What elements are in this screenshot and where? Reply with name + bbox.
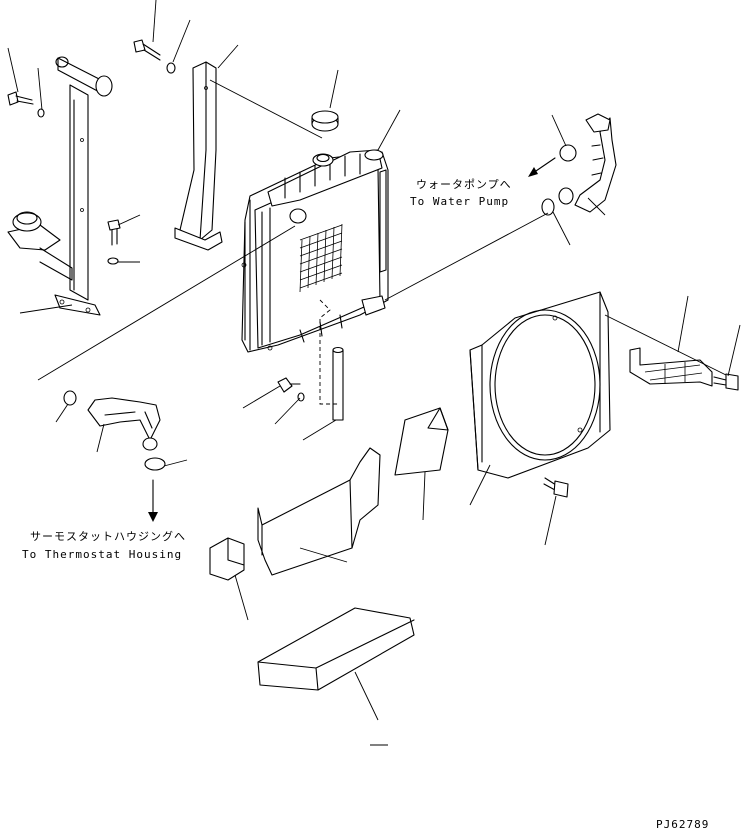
drain-cock [277, 377, 305, 402]
seal-piece-c [209, 537, 245, 581]
seal-piece-a [394, 407, 449, 476]
radiator-cap [311, 110, 339, 132]
bolt-left [7, 91, 45, 118]
water-pump-label-jp: ウォータポンプへ [416, 178, 512, 191]
drain-hose [319, 299, 344, 421]
fan-guard [629, 347, 713, 387]
water-pump-label-en: To Water Pump [410, 195, 510, 208]
bolt-vertical [107, 219, 121, 265]
fan-shroud [469, 291, 611, 479]
seal-piece-d [257, 607, 415, 691]
bolt-top [133, 39, 176, 74]
seal-piece-b [257, 447, 381, 576]
bolt-right [713, 373, 739, 391]
radiator-support-bracket [174, 61, 223, 251]
filler-pipe-stay [7, 56, 113, 316]
drawing-number: PJ62789 [656, 818, 710, 831]
arrow-thermostat [148, 479, 158, 522]
radiator [241, 149, 389, 353]
thermostat-label-jp: サーモスタットハウジングへ [30, 530, 186, 543]
leader-lines [7, 0, 741, 746]
thermostat-label-en: To Thermostat Housing [22, 548, 183, 561]
upper-hose [541, 113, 617, 216]
lower-hose [63, 390, 166, 471]
arrow-water-pump [528, 157, 556, 177]
connection-lines [37, 79, 727, 381]
bolt-shroud [543, 477, 569, 498]
